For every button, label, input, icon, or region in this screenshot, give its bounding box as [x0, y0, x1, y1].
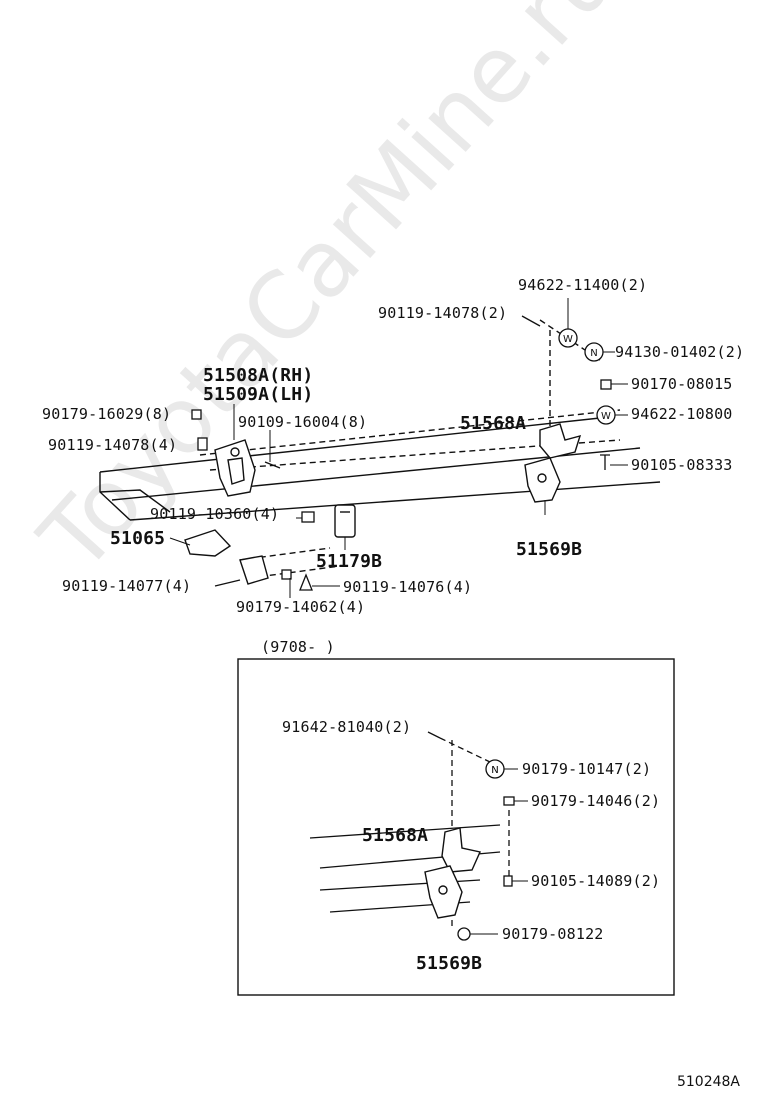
- bracket-51508a-icon: [214, 439, 256, 497]
- label-51509a: 51509A(LH): [203, 384, 314, 405]
- nut-symbol: N: [590, 348, 597, 359]
- frame-rail-top: [99, 417, 601, 473]
- bolt-90119-14078-icon: [197, 437, 208, 451]
- nut-90179-14046-icon: [503, 796, 515, 806]
- bracket-51568a-inset-icon: [441, 827, 481, 873]
- label-90119-14076: 90119-14076(4): [343, 578, 473, 596]
- label-90105-14089: 90105-14089(2): [531, 872, 661, 890]
- label-51179b: 51179B: [316, 551, 383, 572]
- washer-90179-icon: [191, 409, 202, 420]
- label-90119-14077: 90119-14077(4): [62, 577, 192, 595]
- bolt-90119-14076-icon: [299, 573, 313, 591]
- bolt-90119-10360-icon: [301, 511, 315, 523]
- label-90109-16004: 90109-16004(8): [238, 413, 368, 431]
- label-91642-81040: 91642-81040(2): [282, 718, 412, 736]
- label-51569b-inset: 51569B: [416, 953, 483, 974]
- label-90119-10360: 90119-10360(4): [150, 505, 280, 523]
- label-90179-14046: 90179-14046(2): [531, 792, 661, 810]
- inset-range: (9708- ): [261, 638, 335, 656]
- label-51568a: 51568A: [460, 413, 527, 434]
- bolt-90109-icon: [264, 461, 281, 469]
- frame-rail-low: [129, 481, 661, 521]
- bolt-90119-icon: [521, 315, 541, 327]
- bracket-51569b-icon: [524, 457, 561, 503]
- figure-id: 510248A: [676, 1074, 740, 1090]
- label-94622-10800: 94622-10800: [631, 405, 733, 423]
- label-90105-08333: 90105-08333: [631, 456, 733, 474]
- brace-51065-icon: [184, 529, 269, 585]
- washer-symbol-2: W: [601, 411, 611, 422]
- label-51568a-inset: 51568A: [362, 825, 429, 846]
- bolt-90105-icon: [600, 454, 610, 470]
- nut-90179-08122-icon: [457, 927, 471, 941]
- label-51508a: 51508A(RH): [203, 365, 314, 386]
- nut-inset-symbol: N: [491, 765, 498, 776]
- bolt-90119-14077-icon: [214, 579, 241, 587]
- bracket-51568a-icon: [539, 423, 582, 459]
- label-90179-10147: 90179-10147(2): [522, 760, 652, 778]
- label-94130-01402: 94130-01402(2): [615, 343, 745, 361]
- nut-90170-icon: [600, 379, 612, 390]
- label-90170-08015: 90170-08015: [631, 375, 733, 393]
- inset-frame: [237, 658, 675, 996]
- frame-rail-end: [99, 472, 131, 521]
- bolt-91642-icon: [427, 731, 441, 739]
- bolt-90105-14089-icon: [503, 875, 513, 887]
- label-90119-14078-2: 90119-14078(2): [378, 304, 508, 322]
- bumper-51179b-icon: [334, 504, 356, 538]
- label-94622-11400: 94622-11400(2): [518, 276, 648, 294]
- label-90179-14062: 90179-14062(4): [236, 598, 366, 616]
- label-51065: 51065: [110, 528, 166, 549]
- label-90119-14078-4: 90119-14078(4): [48, 436, 178, 454]
- washer-symbol: W: [563, 334, 573, 345]
- bracket-51569b-inset-icon: [424, 865, 463, 919]
- label-90179-08122: 90179-08122: [502, 925, 604, 943]
- nut-90179-14062-icon: [281, 569, 292, 580]
- label-51569b: 51569B: [516, 539, 583, 560]
- label-90179-16029: 90179-16029(8): [42, 405, 172, 423]
